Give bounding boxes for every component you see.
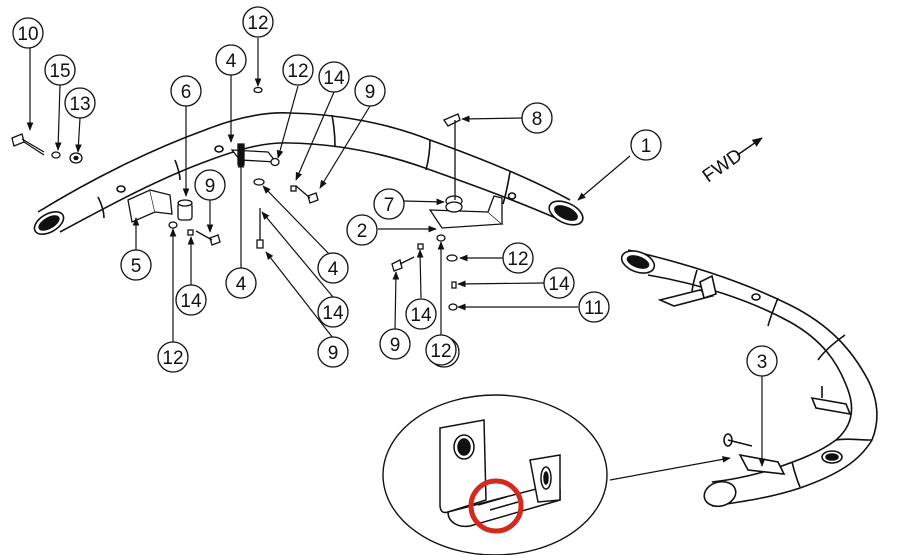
detail-inset: [382, 394, 608, 555]
callout-circle: [425, 334, 457, 366]
forward-direction-indicator: FWD: [699, 137, 763, 187]
callout-number: 12: [430, 341, 451, 362]
callout-circle: [215, 44, 247, 76]
callout-number: 15: [49, 61, 70, 82]
callout-10: 10: [12, 17, 44, 49]
callout-circle: [242, 6, 274, 38]
callout-number: 9: [328, 343, 339, 364]
callout-number: 9: [365, 82, 376, 103]
callout-number: 2: [357, 221, 368, 242]
callout-circle: [317, 296, 349, 328]
callout-circle: [346, 214, 378, 246]
callout-number: 9: [205, 176, 216, 197]
hardware: [11, 86, 504, 311]
callout-circle: [194, 169, 226, 201]
assembled-bumper: [620, 249, 878, 508]
leader-lines: [26, 38, 766, 481]
callout-12: 12: [425, 334, 457, 366]
callout-circle: [502, 242, 534, 274]
callout-2: 2: [346, 214, 378, 246]
callout-number: 10: [17, 24, 38, 45]
callout-4: 4: [215, 44, 247, 76]
callout-circle: [746, 345, 778, 377]
callout-circle: [405, 298, 437, 330]
callout-14: 14: [318, 61, 350, 93]
callout-7: 7: [373, 188, 405, 220]
callout-9: 9: [194, 169, 226, 201]
callout-15: 15: [44, 54, 76, 86]
callout-4: 4: [317, 252, 349, 284]
callout-number: 13: [69, 94, 90, 115]
fwd-label: FWD: [699, 145, 746, 187]
callout-circle: [120, 249, 152, 281]
callout-1: 1: [630, 129, 662, 161]
callout-circle: [379, 328, 411, 360]
callout-12: 12: [502, 242, 534, 274]
callout-12: 12: [282, 54, 314, 86]
callout-circle: [521, 102, 553, 134]
callout-circle: [170, 75, 202, 107]
callout-number: 4: [328, 259, 339, 280]
callout-number: 14: [410, 305, 432, 326]
callout-14: 14: [405, 298, 437, 330]
callout-circle: [44, 54, 76, 86]
callout-3: 3: [746, 345, 778, 377]
callout-circle: [282, 54, 314, 86]
callout-8: 8: [521, 102, 553, 134]
callout-number: 12: [507, 249, 528, 270]
part-callouts: 1015136512149441212149414912817212141191…: [12, 6, 778, 377]
callout-14: 14: [543, 267, 575, 299]
bumper-bar: [33, 112, 584, 235]
callout-9: 9: [354, 75, 386, 107]
callout-5: 5: [120, 249, 152, 281]
callout-circle: [543, 267, 575, 299]
callout-circle: [373, 188, 405, 220]
callout-number: 3: [757, 352, 768, 373]
callout-14: 14: [175, 284, 207, 316]
callout-circle: [225, 267, 257, 299]
callout-number: 14: [322, 303, 344, 324]
callout-number: 4: [236, 274, 247, 295]
callout-circle: [578, 291, 610, 323]
callout-number: 8: [532, 109, 543, 130]
callout-circle: [157, 341, 189, 373]
callout-circle: [354, 75, 386, 107]
callout-circle: [630, 129, 662, 161]
callout-number: 12: [287, 61, 308, 82]
callout-4: 4: [225, 267, 257, 299]
callout-circle: [64, 87, 96, 119]
callout-number: 9: [390, 335, 401, 356]
callout-number: 12: [247, 13, 268, 34]
highlight-circle: [468, 478, 524, 534]
callout-number: 4: [226, 51, 237, 72]
callout-circle: [175, 284, 207, 316]
callout-number: 5: [131, 256, 142, 277]
callout-number: 14: [180, 291, 202, 312]
callout-14: 14: [317, 296, 349, 328]
callout-number: 6: [181, 82, 192, 103]
callout-circle: [317, 252, 349, 284]
callout-number: 14: [548, 274, 570, 295]
callout-13: 13: [64, 87, 96, 119]
callout-12: 12: [157, 341, 189, 373]
callout-number: 7: [384, 195, 395, 216]
callout-number: 12: [162, 348, 183, 369]
callout-circle: [318, 61, 350, 93]
callout-9: 9: [379, 328, 411, 360]
callout-number: 14: [323, 68, 345, 89]
callout-9: 9: [317, 336, 349, 368]
callout-number: 11: [584, 298, 604, 319]
callout-circle: [12, 17, 44, 49]
callout-number: 1: [641, 136, 652, 157]
callout-11: 11: [578, 291, 610, 323]
callout-6: 6: [170, 75, 202, 107]
callout-12: 12: [242, 6, 274, 38]
callout-circle: [317, 336, 349, 368]
